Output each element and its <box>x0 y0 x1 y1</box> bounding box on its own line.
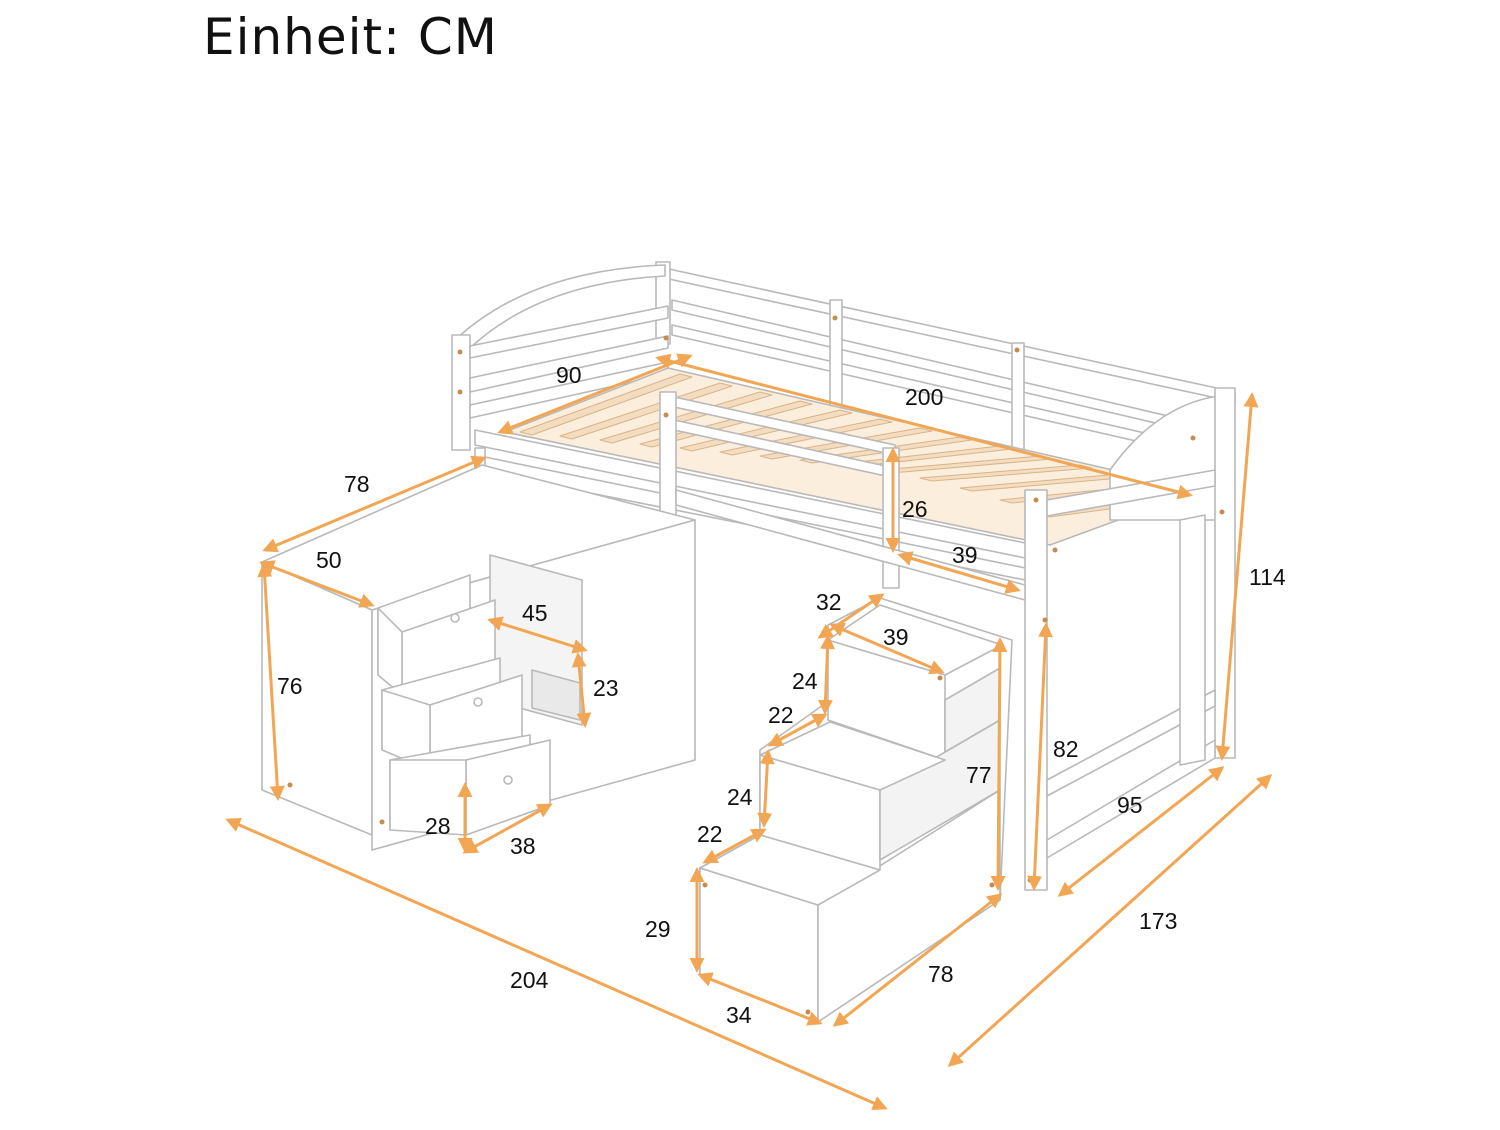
label-under-bed-height: 82 <box>1053 736 1079 762</box>
label-desk-depth: 50 <box>316 547 342 573</box>
label-stair-top-width: 39 <box>883 624 909 650</box>
label-rail-opening: 39 <box>952 542 978 568</box>
dimension-lines <box>225 353 1273 1111</box>
label-step2-run: 22 <box>697 821 723 847</box>
label-desk-length: 78 <box>344 471 370 497</box>
label-bottom-drawer-height: 28 <box>425 813 451 839</box>
drawer-top <box>377 574 496 696</box>
label-bottom-step-width: 34 <box>726 1002 752 1028</box>
label-bed-frame-width: 95 <box>1117 792 1143 818</box>
label-stair-cabinet-height: 77 <box>966 762 992 788</box>
label-drawer-height: 23 <box>593 675 619 701</box>
label-guard-rail-height: 26 <box>902 496 928 522</box>
label-step1-rise: 24 <box>792 668 818 694</box>
label-total-length: 204 <box>510 967 549 993</box>
dimension-labels: 90 200 78 50 76 45 23 28 38 26 39 32 39 … <box>277 362 1286 1028</box>
unit-title: Einheit: CM <box>203 8 498 66</box>
label-bottom-drawer-width: 38 <box>510 833 536 859</box>
label-bed-width: 90 <box>556 362 582 388</box>
label-desk-height: 76 <box>277 673 303 699</box>
label-step1-run: 22 <box>768 702 794 728</box>
label-drawer-width: 45 <box>522 600 548 626</box>
label-step2-rise: 24 <box>727 784 753 810</box>
label-bed-length: 200 <box>905 384 943 410</box>
stair-cabinet <box>699 597 1013 1023</box>
label-total-width: 173 <box>1139 908 1177 934</box>
label-stair-top-depth: 32 <box>816 589 842 615</box>
label-total-height: 114 <box>1249 564 1286 590</box>
drawer-middle <box>381 657 523 771</box>
label-stair-length: 78 <box>928 961 954 987</box>
label-bottom-step-height: 29 <box>645 916 671 942</box>
